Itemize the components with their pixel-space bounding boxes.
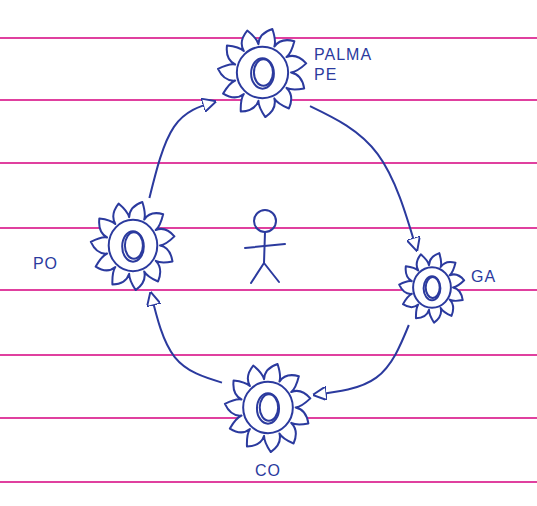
sun-ring: [243, 382, 293, 433]
sun-core: [254, 59, 273, 86]
figure-head: [254, 210, 276, 232]
sun-rays: [399, 253, 464, 323]
node-label: GA: [469, 267, 498, 287]
node-label: PO: [31, 254, 60, 274]
sun-rays: [218, 29, 306, 117]
sun-rays: [91, 202, 175, 290]
ruled-line: [0, 227, 537, 229]
figure-leg: [264, 263, 279, 282]
sun-rays: [225, 364, 310, 452]
node-label: PALMA PE: [312, 45, 386, 85]
sun-node: GA: [397, 250, 467, 325]
sun-node: CO: [222, 360, 314, 455]
sun-node: PALMA PE: [215, 25, 310, 120]
flow-arrow: [314, 325, 409, 395]
ruled-line: [0, 354, 537, 356]
ruled-line: [0, 162, 537, 164]
ruled-line: [0, 481, 537, 483]
flow-arrow: [151, 293, 222, 383]
sun-core: [125, 232, 143, 259]
sun-shape: [215, 25, 310, 120]
flow-arrow: [149, 102, 215, 198]
sun-node: PO: [88, 198, 178, 293]
node-label: CO: [253, 461, 283, 481]
flow-arrow: [310, 106, 417, 250]
sun-core: [122, 231, 144, 261]
figure-arms: [245, 244, 285, 248]
sun-core: [251, 58, 274, 88]
sun-core: [424, 276, 441, 300]
sun-core: [260, 394, 278, 421]
sun-shape: [88, 198, 178, 293]
sun-ring: [109, 220, 158, 271]
figure-body: [264, 232, 265, 263]
sun-shape: [397, 250, 467, 325]
sun-core: [257, 393, 279, 423]
figure-leg: [251, 263, 264, 283]
sun-shape: [222, 360, 314, 455]
sun-ring: [413, 267, 451, 308]
sun-ring: [237, 47, 288, 98]
sun-core: [426, 277, 440, 298]
